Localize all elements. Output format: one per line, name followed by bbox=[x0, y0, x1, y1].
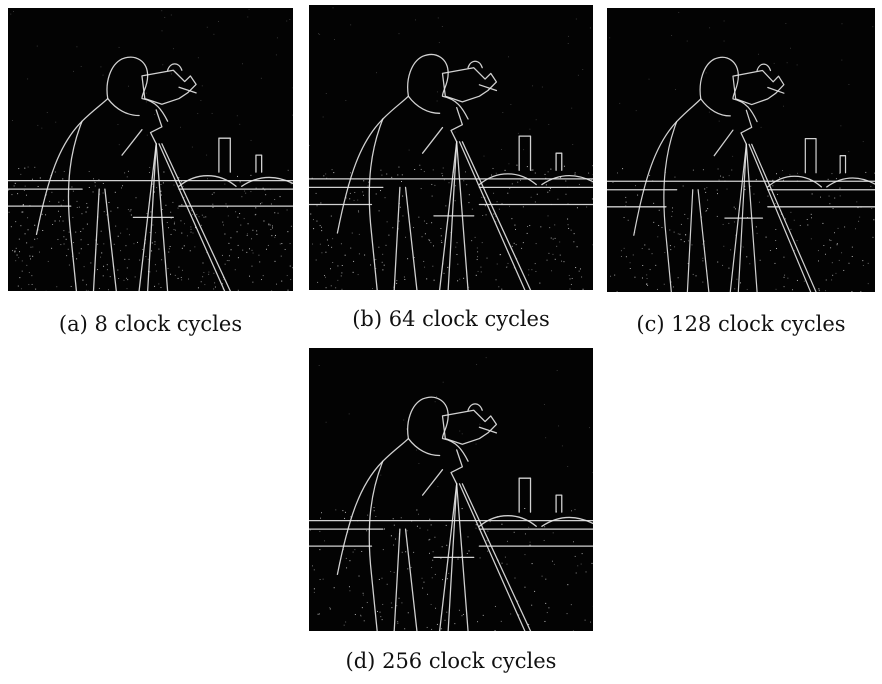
caption-d: (d) 256 clock cycles bbox=[309, 649, 593, 673]
edge-image-b bbox=[309, 5, 593, 290]
edge-drawing bbox=[8, 9, 293, 291]
edge-image-c bbox=[607, 8, 875, 292]
caption-d-text: 256 clock cycles bbox=[382, 649, 557, 673]
edge-drawing bbox=[607, 11, 875, 292]
caption-a-text: 8 clock cycles bbox=[94, 312, 243, 336]
edge-image-a bbox=[8, 8, 293, 291]
caption-b-text: 64 clock cycles bbox=[388, 307, 550, 331]
caption-d-label: (d) bbox=[345, 649, 376, 673]
caption-b-label: (b) bbox=[352, 307, 383, 331]
edge-drawing bbox=[309, 357, 593, 631]
caption-c-text: 128 clock cycles bbox=[671, 312, 846, 336]
caption-a-label: (a) bbox=[58, 312, 88, 336]
edge-drawing bbox=[309, 7, 593, 290]
caption-c-label: (c) bbox=[636, 312, 665, 336]
caption-b: (b) 64 clock cycles bbox=[309, 307, 593, 331]
caption-c: (c) 128 clock cycles bbox=[600, 312, 882, 336]
caption-a: (a) 8 clock cycles bbox=[8, 312, 293, 336]
edge-image-d bbox=[309, 348, 593, 631]
